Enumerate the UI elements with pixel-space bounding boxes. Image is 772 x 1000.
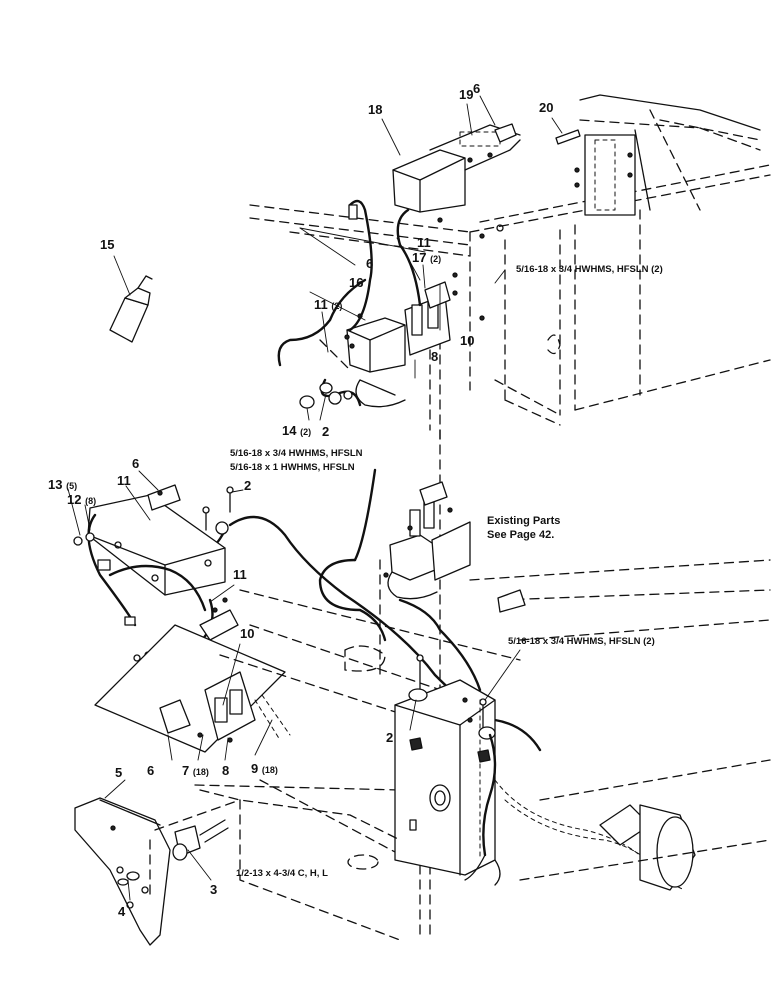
callout-6-upper: 6: [366, 256, 374, 271]
top-right-bracket: [555, 94, 761, 216]
left-mount-bracket: [73, 484, 239, 662]
bolts-lower: [408, 654, 496, 740]
callout-6-lower: 6: [147, 763, 155, 778]
callout-3: 3: [210, 882, 218, 897]
callout-11-upper: 11: [417, 235, 431, 250]
callout-2-mid: 2: [244, 478, 252, 493]
lower-left-frame: [149, 789, 401, 941]
upper-cable: [277, 199, 422, 409]
callout-10-lower: 10: [240, 626, 255, 641]
leader-lines: [67, 95, 563, 901]
callout-17: 17 (2): [412, 250, 442, 265]
callout-14: 14 (2): [282, 423, 312, 438]
callout-11-left: 11: [117, 473, 131, 488]
callout-18: 18: [368, 102, 383, 117]
note-line-1: Existing Parts: [487, 515, 561, 527]
callout-10-upper: 10: [460, 333, 475, 348]
callout-7: 7 (18): [182, 763, 209, 778]
callout-9: 9 (18): [251, 761, 278, 776]
grease-tube-item-15: [109, 275, 153, 343]
callout-12: 12 (8): [67, 492, 97, 507]
callout-6-top: 6: [473, 81, 481, 96]
callout-19: 19: [459, 87, 474, 102]
wiring-harness: [464, 733, 771, 891]
callout-8-upper: 8: [431, 349, 439, 364]
lower-mount-bracket: [94, 624, 291, 753]
cover-item-18: [392, 123, 521, 223]
existing-parts-note: Existing Parts See Page 42.: [487, 515, 567, 543]
callout-6-left: 6: [132, 456, 140, 471]
spec-label-right: 5/16-18 x 3/4 HWHMS, HFSLN (2): [508, 636, 655, 647]
main-frame-body: [394, 679, 496, 876]
callout-15: 15: [100, 237, 115, 252]
callout-5: 5: [115, 765, 123, 780]
callout-2-upper: 2: [322, 424, 330, 439]
callout-4: 4: [118, 904, 126, 919]
note-line-2: See Page 42.: [487, 528, 555, 541]
callout-20: 20: [539, 100, 554, 115]
callout-8-lower: 8: [222, 763, 230, 778]
callout-11-mid: 11: [233, 567, 247, 582]
spec-label-mid-1: 5/16-18 x 3/4 HWHMS, HFSLN: [230, 448, 363, 459]
callout-2-lower: 2: [386, 730, 394, 745]
spec-label-top-right: 5/16-18 x 3/4 HWHMS, HFSLN (2): [516, 264, 663, 275]
upper-frame-outline: [249, 164, 771, 441]
callout-16: 16: [349, 275, 364, 290]
lower-left-plate: [74, 797, 229, 946]
spec-label-mid-2: 5/16-18 x 1 HWHMS, HFSLN: [230, 462, 355, 473]
upper-mount-cluster: [319, 224, 504, 408]
spec-label-bolt: 1/2-13 x 4-3/4 C, H, L: [236, 868, 328, 879]
callout-11-upper-left: 11 (2): [314, 297, 343, 312]
bolts-center: [202, 486, 234, 535]
existing-parts-cluster: [383, 481, 526, 613]
callout-13: 13 (5): [48, 477, 78, 492]
